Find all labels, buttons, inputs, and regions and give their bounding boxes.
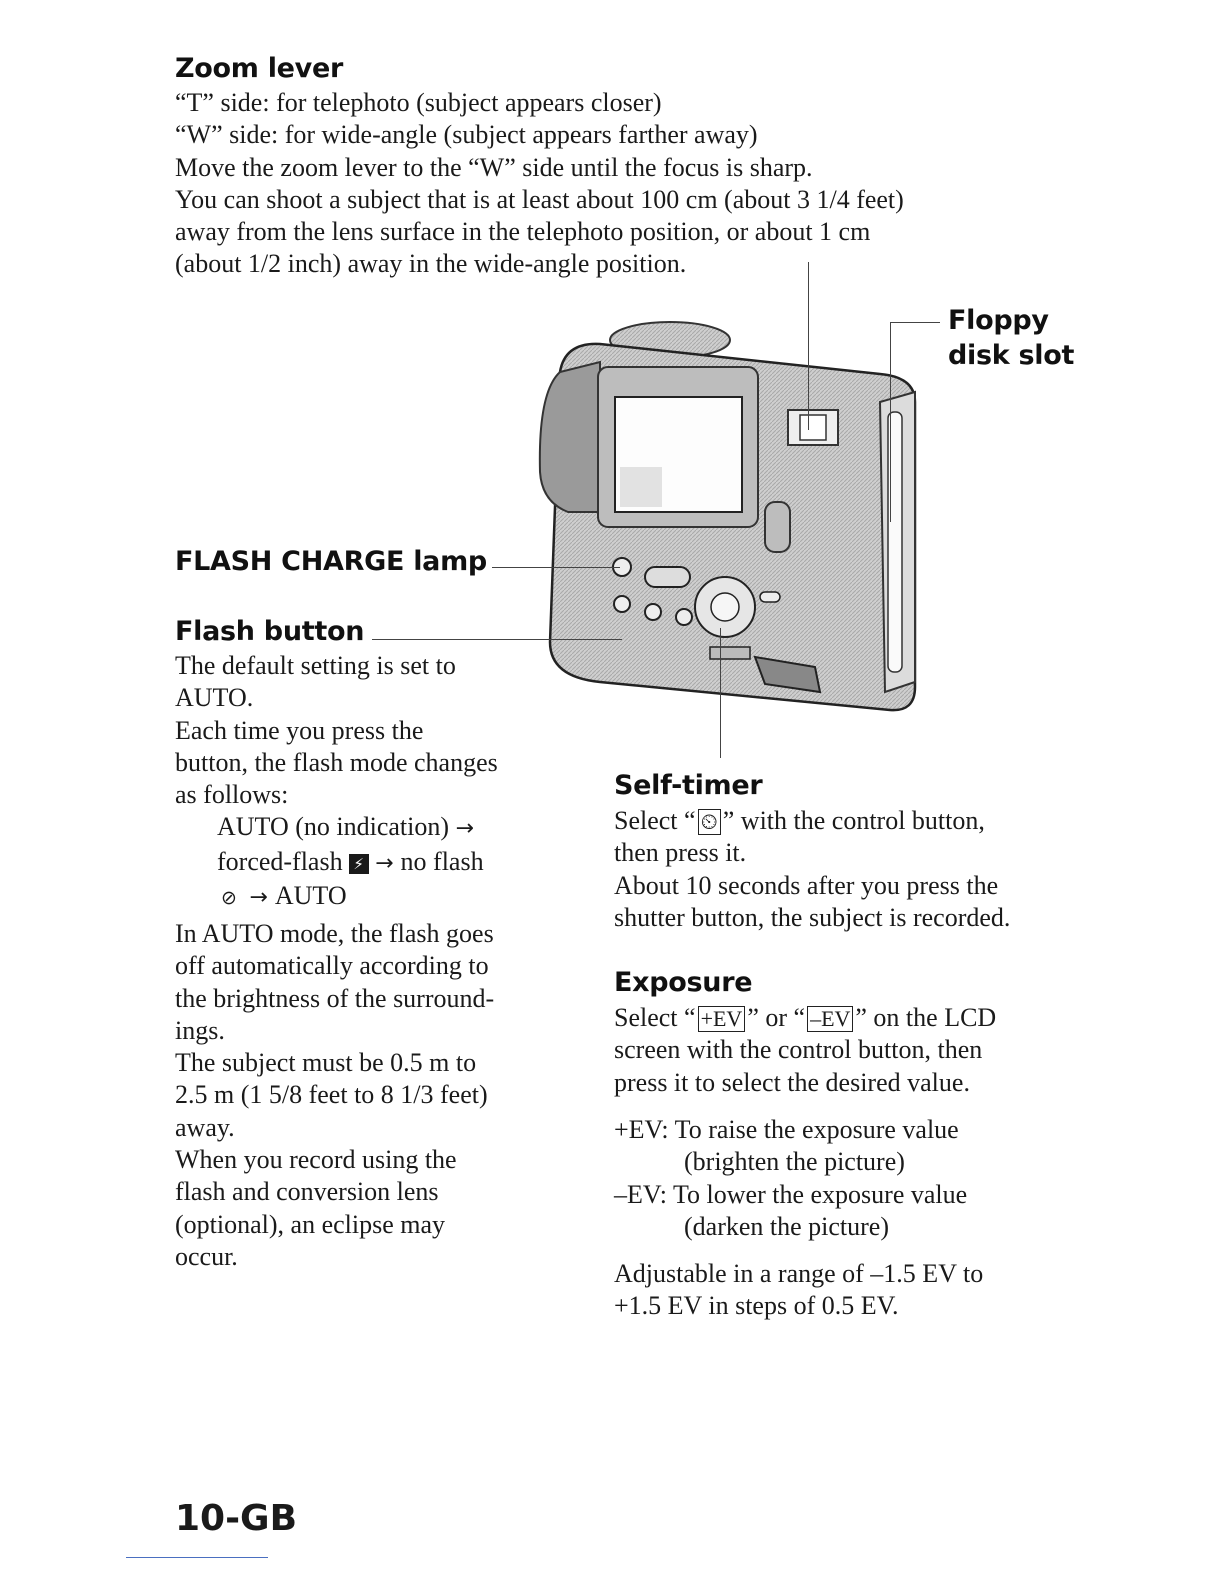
footer-rule <box>126 1557 268 1558</box>
text-line: screen with the control button, then <box>614 1035 983 1065</box>
flash-button-text: The default setting is set to AUTO. Each… <box>175 650 498 914</box>
text-line: You can shoot a subject that is at least… <box>175 184 904 214</box>
flash-seq-noflash: no flash <box>400 846 484 876</box>
arrow-right-icon: → <box>249 885 275 911</box>
minus-ev-line: –EV: To lower the exposure value <box>614 1179 968 1209</box>
zoom-lever-leader <box>808 262 809 430</box>
text-line: 2.5 m (1 5/8 feet to 8 1/3 feet) <box>175 1080 488 1110</box>
text-fragment: ” or “ <box>747 1003 806 1032</box>
text-line: disk slot <box>948 340 1075 371</box>
flash-charge-lamp-heading: FLASH CHARGE lamp <box>175 546 487 577</box>
exposure-text: Select “+EV” or “–EV” on the LCD screen … <box>614 1002 996 1099</box>
text-line: “W” side: for wide-angle (subject appear… <box>175 120 758 150</box>
text-line: In AUTO mode, the flash goes <box>175 919 494 948</box>
text-line: “T” side: for telephoto (subject appears… <box>175 88 662 117</box>
flash-sequence-line: forced-flash⚡ → no flash <box>175 846 498 880</box>
text-line: shutter button, the subject is recorded. <box>614 902 1011 932</box>
plus-ev-box: +EV <box>697 1006 746 1032</box>
floppy-slot-leader-top <box>890 322 940 323</box>
arrow-right-icon: → <box>375 850 401 876</box>
lightning-icon: ⚡ <box>348 853 369 874</box>
text-line: +1.5 EV in steps of 0.5 EV. <box>614 1291 899 1321</box>
floppy-disk-slot-label: Floppy disk slot <box>948 303 1074 373</box>
self-timer-heading: Self-timer <box>614 770 763 801</box>
flash-button-text-2: In AUTO mode, the flash goes off automat… <box>175 918 494 1273</box>
flash-button-heading: Flash button <box>175 616 365 647</box>
text-line: then press it. <box>614 838 747 868</box>
text-line: press it to select the desired value. <box>614 1067 970 1097</box>
exposure-range-text: Adjustable in a range of –1.5 EV to +1.5… <box>614 1258 983 1323</box>
text-line: (optional), an eclipse may <box>175 1209 446 1239</box>
text-line: About 10 seconds after you press the <box>614 870 999 900</box>
text-fragment: ” with the control button, <box>722 806 985 835</box>
minus-ev-line-2: (darken the picture) <box>684 1211 890 1241</box>
text-line: Each time you press the <box>175 715 424 745</box>
text-line: away. <box>175 1112 235 1142</box>
zoom-lever-heading: Zoom lever <box>175 53 344 84</box>
text-line: away from the lens surface in the teleph… <box>175 217 871 247</box>
zoom-lever-text: “T” side: for telephoto (subject appears… <box>175 87 904 281</box>
text-line: as follows: <box>175 780 289 810</box>
flash-seq-forced: forced-flash <box>217 846 343 876</box>
self-timer-leader <box>720 628 721 758</box>
text-line: (about 1/2 inch) away in the wide-angle … <box>175 249 687 279</box>
flash-seq-auto2: AUTO <box>274 881 347 911</box>
text-line: Adjustable in a range of –1.5 EV to <box>614 1259 984 1288</box>
camera-illustration <box>538 321 917 712</box>
self-timer-icon: ⏲ <box>697 809 721 835</box>
page-number: 10-GB <box>175 1498 298 1539</box>
text-line: Move the zoom lever to the “W” side unti… <box>175 152 813 182</box>
text-line: The default setting is set to <box>175 651 456 680</box>
flash-button-leader <box>372 639 622 640</box>
flash-sequence-line: ⊘ → AUTO <box>175 880 498 914</box>
text-line: The subject must be 0.5 m to <box>175 1048 477 1078</box>
text-line: ings. <box>175 1015 225 1045</box>
text-line: off automatically according to <box>175 951 489 981</box>
exposure-heading: Exposure <box>614 967 753 998</box>
minus-ev-box: –EV <box>807 1006 854 1032</box>
text-line: AUTO. <box>175 683 254 713</box>
exposure-select-line: Select “+EV” or “–EV” on the LCD <box>614 1002 996 1034</box>
flash-sequence-line: AUTO (no indication) → <box>175 811 498 845</box>
text-line: the brightness of the surround- <box>175 983 495 1013</box>
plus-ev-line-2: (brighten the picture) <box>684 1147 905 1177</box>
flash-seq-auto: AUTO (no indication) <box>217 812 450 842</box>
exposure-ev-list: +EV: To raise the exposure value (bright… <box>614 1114 967 1243</box>
flash-charge-leader <box>492 567 620 568</box>
self-timer-text: Select “⏲” with the control button, then… <box>614 805 1010 934</box>
plus-ev-line: +EV: To raise the exposure value <box>614 1115 959 1144</box>
text-fragment: Select “ <box>614 806 696 835</box>
text-line: flash and conversion lens <box>175 1177 439 1207</box>
text-fragment: Select “ <box>614 1003 696 1032</box>
self-timer-select-line: Select “⏲” with the control button, <box>614 805 1010 837</box>
text-line: button, the flash mode changes <box>175 747 498 777</box>
text-line: When you record using the <box>175 1145 457 1175</box>
text-line: Floppy <box>948 305 1049 336</box>
no-flash-icon: ⊘ <box>221 887 237 910</box>
text-fragment: ” on the LCD <box>855 1003 997 1032</box>
floppy-slot-leader <box>890 322 891 522</box>
text-line: occur. <box>175 1241 238 1271</box>
arrow-right-icon: → <box>455 816 474 842</box>
